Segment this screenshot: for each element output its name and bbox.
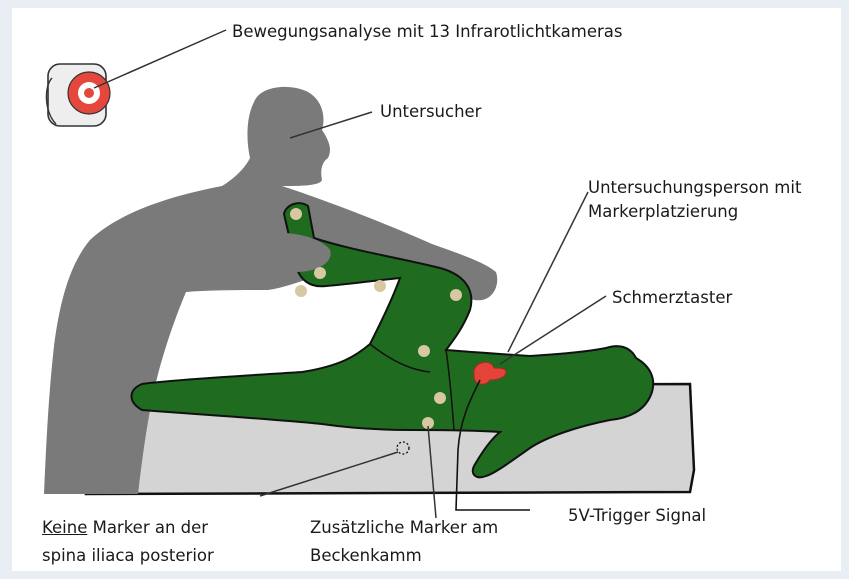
label-trigger: 5V-Trigger Signal [568, 504, 706, 528]
marker [374, 280, 386, 292]
label-extra-marker-line1: Zusätzliche Marker am [310, 516, 498, 540]
marker [450, 289, 462, 301]
label-no-marker-line2: spina iliaca posterior [42, 544, 214, 568]
marker [295, 285, 307, 297]
label-no-marker-line1: Keine Marker an der [42, 516, 208, 540]
label-extra-marker-line2: Beckenkamm [310, 544, 422, 568]
label-pain-button: Schmerztaster [612, 286, 732, 310]
infrared-camera-icon [46, 64, 110, 126]
marker [290, 208, 302, 220]
marker [314, 267, 326, 279]
label-cameras: Bewegungsanalyse mit 13 Infrarotlichtkam… [232, 20, 622, 44]
label-subject-line1: Untersuchungsperson mit [588, 176, 801, 200]
marker [434, 392, 446, 404]
label-subject-line2: Markerplatzierung [588, 200, 738, 224]
leader-line-subject [508, 192, 588, 352]
label-no-marker-rest: Marker an der [87, 518, 208, 537]
label-examiner: Untersucher [380, 100, 481, 124]
marker [418, 345, 430, 357]
leader-line-cameras [94, 30, 226, 88]
label-no-marker-emphasis: Keine [42, 518, 87, 537]
